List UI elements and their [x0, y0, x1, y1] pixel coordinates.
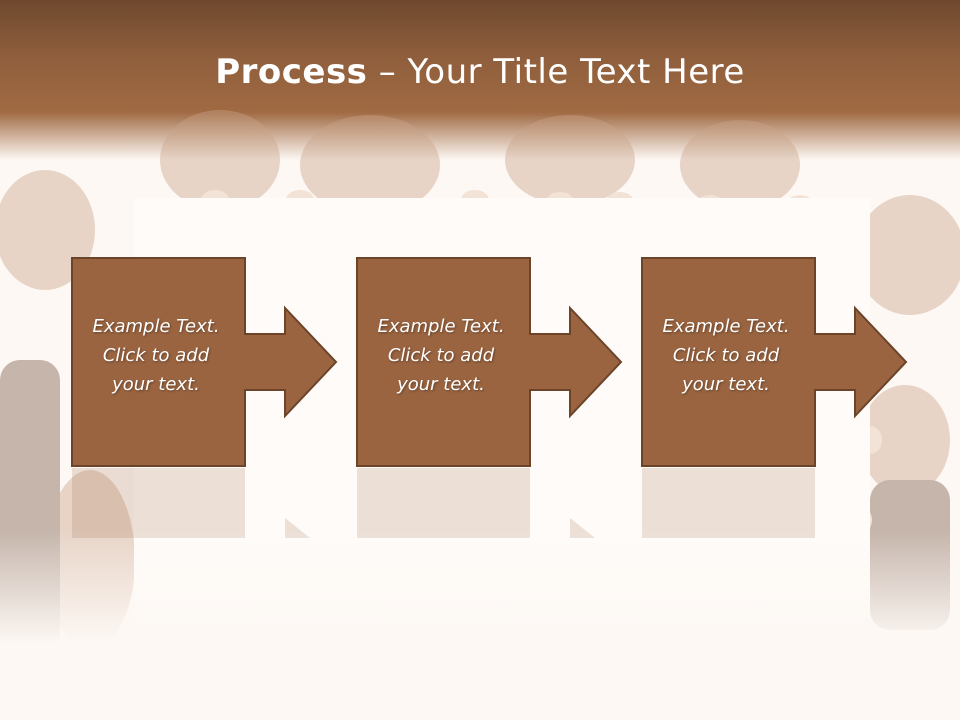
title-rest: – Your Title Text Here [367, 52, 745, 92]
step-line-1: Example Text. [662, 316, 790, 337]
step-arrow-shape [356, 257, 623, 467]
step-text: Example Text. Click to add your text. [640, 312, 812, 399]
step-line-1: Example Text. [92, 316, 220, 337]
step-reflection [72, 468, 310, 538]
step-line-1: Example Text. [377, 316, 505, 337]
step-reflection [357, 468, 595, 538]
step-line-3: your text. [397, 374, 485, 395]
step-line-3: your text. [682, 374, 770, 395]
step-arrow-shape [71, 257, 338, 467]
step-text: Example Text. Click to add your text. [70, 312, 242, 399]
title-banner [0, 0, 960, 160]
step-line-2: Click to add [387, 345, 495, 366]
step-arrow-shape [641, 257, 908, 467]
step-text: Example Text. Click to add your text. [355, 312, 527, 399]
slide-title[interactable]: Process – Your Title Text Here [0, 52, 960, 92]
title-bold: Process [215, 52, 368, 92]
bottom-fade [0, 530, 960, 720]
step-line-2: Click to add [102, 345, 210, 366]
step-line-2: Click to add [672, 345, 780, 366]
step-reflection [642, 468, 815, 538]
step-line-3: your text. [112, 374, 200, 395]
